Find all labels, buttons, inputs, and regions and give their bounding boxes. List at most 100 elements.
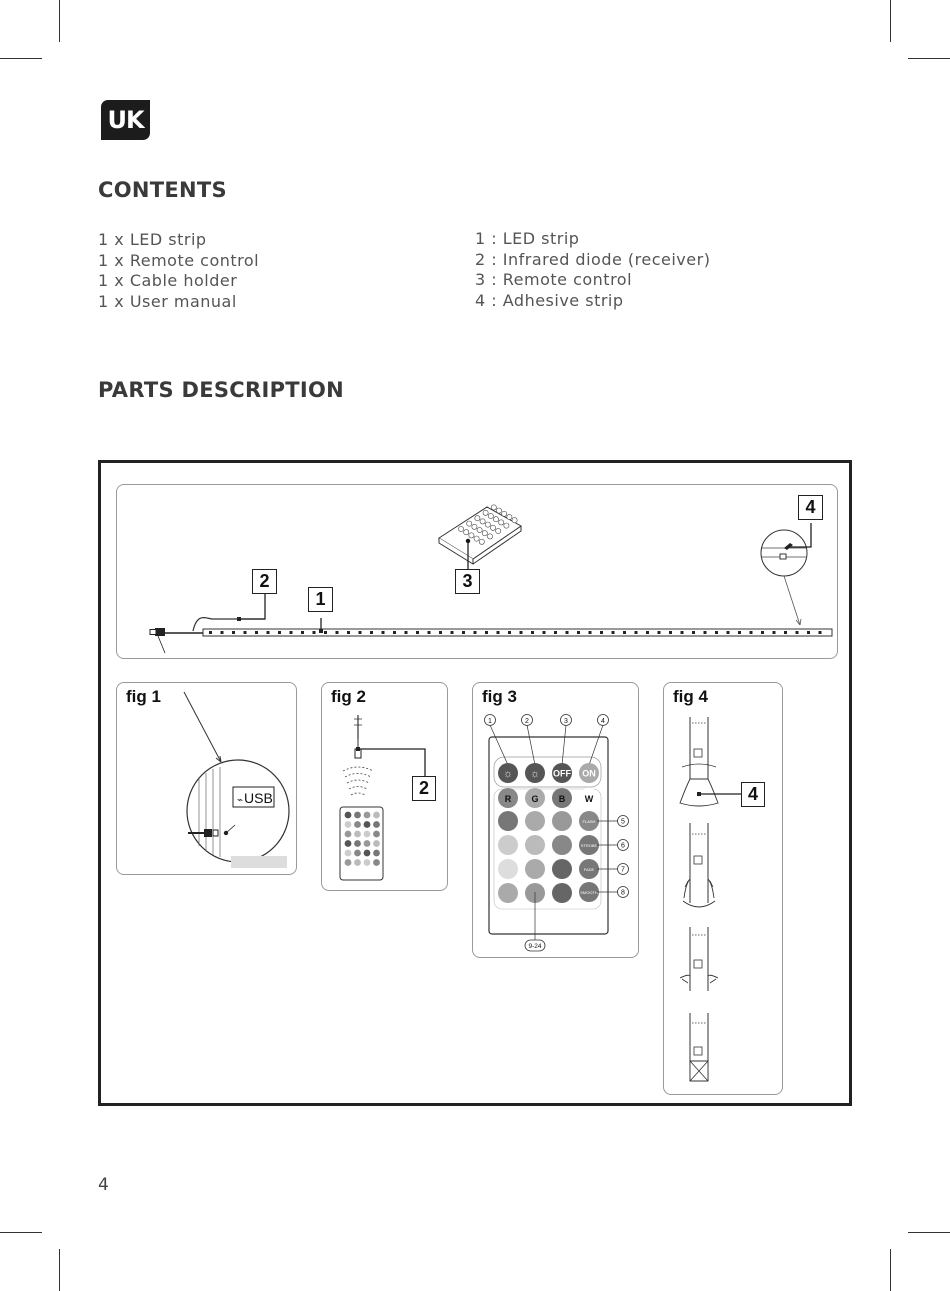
- marker-1: 1: [488, 718, 492, 725]
- remote-button-dot: [487, 513, 494, 519]
- mini-remote-button: [354, 811, 361, 819]
- mini-remote-button: [373, 859, 380, 866]
- color-button: [552, 883, 572, 903]
- contents-list: 1 x LED strip 1 x Remote control 1 x Cab…: [98, 230, 259, 313]
- led-dot: [347, 631, 350, 634]
- usb-connection-illustration: ⌁ USB: [183, 691, 290, 868]
- parts-diagram: 2 1 3 4 fig 1 ⌁ USB fig 2: [98, 460, 852, 1106]
- led-dot: [266, 631, 270, 634]
- remote-button-dot: [473, 535, 480, 542]
- fig-1-panel: fig 1 ⌁ USB: [116, 682, 297, 875]
- color-button: [525, 835, 545, 855]
- language-badge: UK: [101, 100, 150, 140]
- mini-remote-button: [354, 830, 361, 838]
- color-button: [552, 859, 572, 879]
- crop-mark: [890, 0, 891, 42]
- marker-6: 6: [621, 843, 625, 850]
- remote-button-dot: [478, 538, 485, 545]
- strip-overview-illustration: [149, 504, 833, 654]
- strip-overview-panel: 2 1 3 4: [116, 484, 838, 659]
- led-dot: [588, 631, 592, 634]
- led-dot: [220, 631, 224, 634]
- red-button-label: R: [505, 794, 512, 804]
- flash-button-label: FLASH: [583, 819, 596, 824]
- led-dot: [381, 631, 385, 634]
- remote-button-dot: [490, 524, 496, 531]
- led-dot: [450, 631, 454, 634]
- list-item: 2 : Infrared diode (receiver): [475, 249, 711, 269]
- mini-remote-button: [354, 859, 361, 866]
- off-button-label: OFF: [553, 769, 571, 779]
- remote-button-dot: [463, 529, 470, 536]
- led-dot: [807, 631, 810, 634]
- remote-button-dot: [496, 507, 502, 514]
- led-dot: [611, 631, 615, 634]
- led-dot: [209, 631, 212, 634]
- crop-mark: [59, 1249, 60, 1291]
- led-dot: [473, 631, 477, 634]
- led-dot: [519, 631, 523, 634]
- remote-button-dot: [490, 504, 497, 511]
- led-dot: [577, 631, 580, 634]
- mini-remote-button: [344, 821, 352, 828]
- led-dot: [680, 631, 684, 634]
- fig-1-label: fig 1: [126, 687, 161, 706]
- led-dot: [278, 631, 281, 634]
- led-dot: [715, 631, 718, 634]
- list-item: 1 x LED strip: [98, 230, 207, 249]
- led-dot: [669, 631, 672, 634]
- led-dot: [634, 631, 638, 634]
- callout-3: 3: [455, 569, 480, 594]
- led-dot: [749, 631, 753, 634]
- remote-button-dot: [468, 532, 475, 539]
- led-dot: [646, 631, 649, 634]
- marker-5: 5: [621, 819, 625, 826]
- marker-3: 3: [564, 718, 568, 725]
- led-dot: [462, 631, 465, 634]
- color-button: [498, 835, 518, 855]
- led-dot: [726, 631, 730, 634]
- led-dot: [818, 631, 822, 634]
- color-button: [525, 811, 545, 831]
- remote-button-dot: [458, 526, 464, 532]
- marker-4: 4: [601, 718, 605, 725]
- adhesive-strip-steps-illustration: [679, 717, 743, 1082]
- svg-text:☼: ☼: [530, 768, 540, 780]
- led-dot: [312, 631, 316, 634]
- svg-text:☼: ☼: [503, 768, 513, 780]
- mini-remote-button: [354, 849, 361, 857]
- mini-remote-button: [344, 840, 352, 847]
- mini-remote-button: [354, 840, 361, 847]
- led-dot: [427, 631, 431, 634]
- led-dot: [600, 631, 603, 634]
- led-dot: [232, 631, 235, 634]
- marker-7: 7: [621, 867, 625, 874]
- callout-4: 4: [798, 495, 823, 520]
- remote-button-dot: [501, 510, 508, 517]
- crop-mark: [908, 1232, 950, 1233]
- white-button-label: W: [585, 794, 594, 804]
- mini-remote-button: [373, 821, 380, 828]
- led-dot: [692, 631, 695, 634]
- mini-remote-button: [363, 821, 371, 828]
- led-dot: [301, 631, 304, 634]
- list-item: 1 x Cable holder: [98, 271, 238, 291]
- led-dot: [335, 631, 339, 634]
- led-dot: [738, 631, 741, 634]
- led-dot: [485, 631, 488, 634]
- remote-button-dot: [493, 516, 499, 523]
- led-dot: [255, 631, 258, 634]
- fig-3-label: fig 3: [482, 687, 517, 706]
- led-dot: [795, 631, 799, 634]
- mini-remote-button: [363, 859, 371, 866]
- parts-legend-list: 1 : LED strip 2 : Infrared diode (receiv…: [475, 229, 710, 312]
- list-item: 1 x User manual: [98, 292, 237, 312]
- remote-button-dot: [487, 533, 493, 540]
- callout-2-receiver: 2: [412, 776, 436, 801]
- ir-receiver-illustration: [339, 715, 426, 881]
- marker-2: 2: [525, 718, 529, 725]
- on-button-label: ON: [582, 769, 596, 779]
- led-dot: [784, 631, 787, 634]
- remote-button-dot: [479, 518, 486, 525]
